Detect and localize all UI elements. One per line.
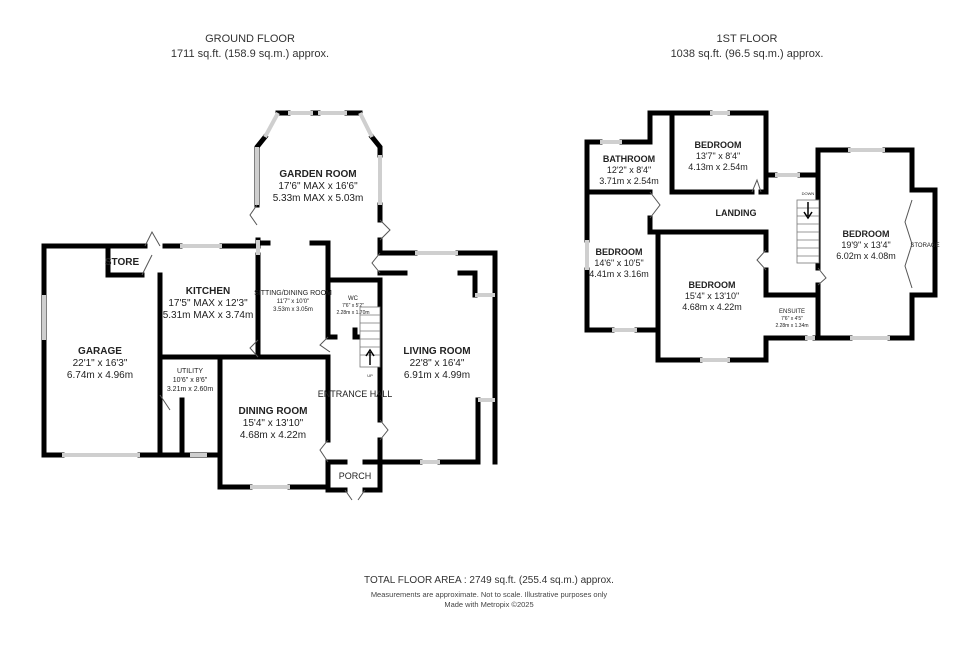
first-floor-title: 1ST FLOOR bbox=[717, 33, 778, 45]
room-dimensions-imperial: 17'6" MAX x 16'6" bbox=[278, 181, 358, 192]
room-bedroom-3: BEDROOM 15'4" x 13'10" 4.68m x 4.22m bbox=[682, 280, 742, 312]
room-name: UTILITY bbox=[177, 368, 203, 375]
room-dimensions-imperial: 10'6" x 8'6" bbox=[173, 377, 208, 384]
room-name: WC bbox=[348, 296, 359, 302]
stairs-down-arrow-icon bbox=[803, 202, 813, 220]
room-name: BEDROOM bbox=[596, 247, 643, 257]
room-dimensions-imperial: 12'2" x 8'4" bbox=[607, 165, 651, 175]
ground-floor-doors bbox=[141, 204, 391, 501]
room-dimensions-metric: 3.71m x 2.54m bbox=[599, 176, 659, 186]
room-living-room: LIVING ROOM 22'8" x 16'4" 6.91m x 4.99m bbox=[403, 346, 470, 381]
room-dimensions-imperial: 19'9" x 13'4" bbox=[841, 240, 890, 250]
room-name: BATHROOM bbox=[603, 154, 655, 164]
room-dimensions-imperial: 15'4" x 13'10" bbox=[243, 418, 304, 429]
room-dimensions-metric: 5.31m MAX x 3.74m bbox=[163, 310, 254, 321]
room-porch: PORCH bbox=[339, 471, 372, 481]
room-bedroom-2: BEDROOM 14'6" x 10'5" 4.41m x 3.16m bbox=[589, 247, 649, 279]
room-dimensions-metric: 4.68m x 4.22m bbox=[682, 302, 742, 312]
first-floor-windows bbox=[585, 111, 890, 362]
room-dining-room: DINING ROOM 15'4" x 13'10" 4.68m x 4.22m bbox=[239, 406, 308, 441]
room-store: STORE bbox=[105, 257, 140, 268]
room-ensuite: ENSUITE 7'6" x 4'5" 2.28m x 1.34m bbox=[775, 309, 808, 329]
room-dimensions-imperial: 7'6" x 5'2" bbox=[342, 303, 364, 309]
ground-floor-title: GROUND FLOOR bbox=[205, 33, 295, 45]
room-name: BEDROOM bbox=[695, 140, 742, 150]
room-garage: GARAGE 22'1" x 16'3" 6.74m x 4.96m bbox=[67, 346, 133, 381]
room-dimensions-imperial: 22'1" x 16'3" bbox=[73, 358, 128, 369]
ground-floor-walls bbox=[41, 110, 498, 493]
ground-floor-windows bbox=[42, 111, 495, 489]
room-dimensions-imperial: 7'6" x 4'5" bbox=[781, 316, 803, 322]
room-dimensions-imperial: 17'5" MAX x 12'3" bbox=[168, 298, 248, 309]
room-dimensions-metric: 6.74m x 4.96m bbox=[67, 370, 133, 381]
room-name: GARDEN ROOM bbox=[279, 169, 356, 180]
room-entrance-hall: ENTRANCE HALL bbox=[318, 389, 393, 399]
credit: Made with Metropix ©2025 bbox=[444, 600, 533, 609]
room-dimensions-metric: 6.02m x 4.08m bbox=[836, 251, 896, 261]
room-bedroom-1: BEDROOM 13'7" x 8'4" 4.13m x 2.54m bbox=[688, 140, 748, 172]
room-dimensions-imperial: 14'6" x 10'5" bbox=[594, 258, 643, 268]
room-dimensions-metric: 4.68m x 4.22m bbox=[240, 430, 306, 441]
room-name: BEDROOM bbox=[843, 229, 890, 239]
room-dimensions-metric: 3.53m x 3.05m bbox=[273, 307, 313, 313]
stairs-down-label: DOWN bbox=[802, 191, 815, 196]
first-floor-walls bbox=[584, 110, 938, 363]
room-name: LIVING ROOM bbox=[403, 346, 470, 357]
room-name: SITTING/DINING ROOM bbox=[254, 290, 332, 297]
room-dimensions-metric: 4.13m x 2.54m bbox=[688, 162, 748, 172]
room-dimensions-imperial: 11'7" x 10'0" bbox=[277, 299, 309, 305]
room-landing: LANDING bbox=[716, 208, 757, 218]
room-name: DINING ROOM bbox=[239, 406, 308, 417]
room-dimensions-metric: 5.33m MAX x 5.03m bbox=[273, 193, 364, 204]
room-bathroom: BATHROOM 12'2" x 8'4" 3.71m x 2.54m bbox=[599, 154, 659, 186]
first-floor-area: 1038 sq.ft. (96.5 sq.m.) approx. bbox=[671, 48, 824, 60]
room-wc: WC 7'6" x 5'2" 2.28m x 1.70m bbox=[336, 296, 369, 316]
room-dimensions-metric: 4.41m x 3.16m bbox=[589, 269, 649, 279]
room-dimensions-metric: 2.28m x 1.70m bbox=[336, 310, 369, 316]
room-dimensions-imperial: 15'4" x 13'10" bbox=[685, 291, 739, 301]
room-kitchen: KITCHEN 17'5" MAX x 12'3" 5.31m MAX x 3.… bbox=[163, 286, 254, 321]
room-dimensions-metric: 3.21m x 2.60m bbox=[167, 386, 213, 393]
room-name: ENSUITE bbox=[779, 309, 805, 315]
room-utility: UTILITY 10'6" x 8'6" 3.21m x 2.60m bbox=[167, 368, 213, 393]
room-dimensions-metric: 2.28m x 1.34m bbox=[775, 323, 808, 329]
total-floor-area: TOTAL FLOOR AREA : 2749 sq.ft. (255.4 sq… bbox=[364, 575, 614, 586]
room-dimensions-metric: 6.91m x 4.99m bbox=[404, 370, 470, 381]
first-floor-doors bbox=[649, 178, 913, 289]
disclaimer: Measurements are approximate. Not to sca… bbox=[371, 590, 608, 599]
room-dimensions-imperial: 22'8" x 16'4" bbox=[410, 358, 465, 369]
room-name: KITCHEN bbox=[186, 286, 230, 297]
room-dimensions-imperial: 13'7" x 8'4" bbox=[696, 151, 740, 161]
room-bedroom-4: BEDROOM 19'9" x 13'4" 6.02m x 4.08m bbox=[836, 229, 896, 261]
room-garden-room: GARDEN ROOM 17'6" MAX x 16'6" 5.33m MAX … bbox=[273, 169, 364, 204]
room-storage: STORAGE bbox=[910, 243, 939, 249]
stairs-up-label: UP bbox=[367, 373, 373, 378]
stairs-up-arrow-icon bbox=[365, 348, 375, 365]
room-sitting-dining-room: SITTING/DINING ROOM 11'7" x 10'0" 3.53m … bbox=[254, 290, 332, 313]
first-floor-stairs: DOWN bbox=[796, 191, 820, 264]
ground-floor-area: 1711 sq.ft. (158.9 sq.m.) approx. bbox=[171, 48, 329, 60]
room-name: BEDROOM bbox=[689, 280, 736, 290]
room-name: GARAGE bbox=[78, 346, 122, 357]
ground-floor-stairs: UP bbox=[359, 306, 381, 378]
